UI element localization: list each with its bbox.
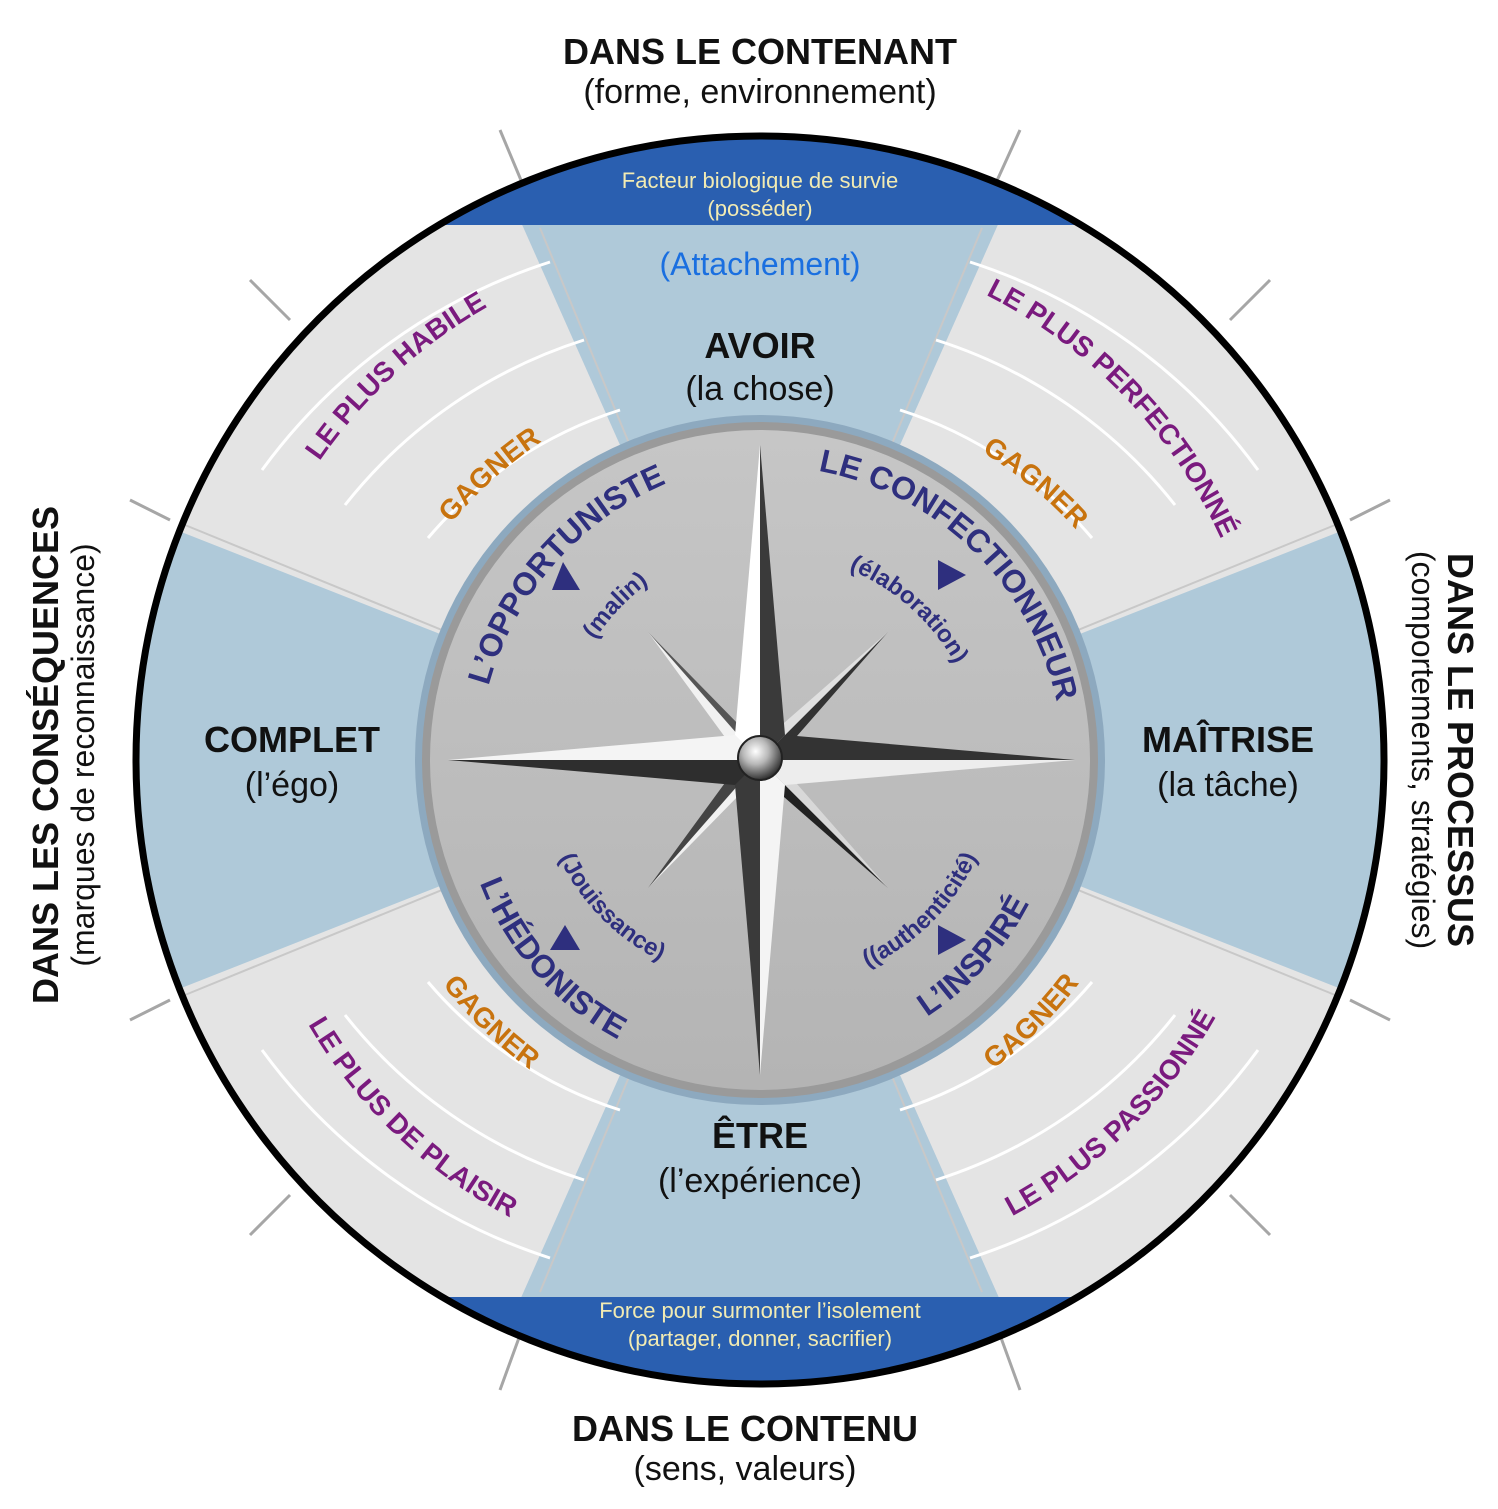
- attachment-label: (Attachement): [660, 246, 861, 282]
- outer-top-title: DANS LE CONTENANT: [563, 31, 957, 72]
- cardinal-right-title: MAÎTRISE: [1142, 718, 1314, 760]
- outer-left-label: DANS LES CONSÉQUENCES (marques de reconn…: [25, 506, 101, 1004]
- arrow-br-icon: [938, 925, 966, 955]
- outer-left-subtitle: (marques de reconnaissance): [65, 543, 101, 966]
- banner-bottom-line2: (partager, donner, sacrifier): [628, 1326, 892, 1351]
- banner-top-line1: Facteur biologique de survie: [622, 168, 898, 193]
- compass-rose: [448, 445, 1075, 1075]
- outer-bottom-title: DANS LE CONTENU: [572, 1408, 918, 1449]
- arrow-tr-icon: [938, 560, 966, 590]
- cardinal-bottom-subtitle: (l’expérience): [658, 1162, 862, 1200]
- outer-tick-lines: [129, 129, 1391, 1391]
- cardinal-bottom-title: ÊTRE: [712, 1114, 808, 1156]
- arrow-tl-icon: [552, 562, 580, 590]
- cardinal-top-title: AVOIR: [704, 325, 815, 366]
- outer-bottom-subtitle: (sens, valeurs): [634, 1450, 857, 1488]
- outer-right-label: DANS LE PROCESSUS (comportements, straté…: [1405, 551, 1481, 949]
- cardinal-top-subtitle: (la chose): [685, 370, 834, 408]
- direction-arrows: [550, 560, 966, 955]
- arrow-bl-icon: [550, 925, 580, 950]
- cardinal-left-title: COMPLET: [204, 719, 380, 760]
- cardinal-right-subtitle: (la tâche): [1157, 766, 1299, 804]
- banner-bottom-line1: Force pour surmonter l’isolement: [599, 1298, 921, 1323]
- outer-left-title: DANS LES CONSÉQUENCES: [25, 506, 66, 1004]
- outer-top-subtitle: (forme, environnement): [583, 73, 936, 111]
- quadrant-rings: [260, 260, 1260, 1260]
- cardinal-left-subtitle: (l’égo): [245, 766, 339, 804]
- outer-right-subtitle: (comportements, stratégies): [1405, 551, 1441, 949]
- compass-hub: [737, 735, 783, 781]
- outer-ring: [132, 132, 1388, 1388]
- banner-top-line2: (posséder): [707, 196, 812, 221]
- outer-right-title: DANS LE PROCESSUS: [1440, 553, 1481, 947]
